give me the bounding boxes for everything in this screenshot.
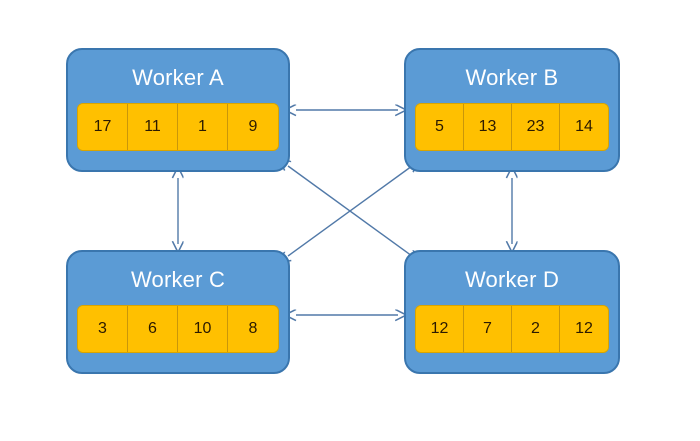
worker-c-cell-1: 6 (128, 306, 178, 352)
worker-c-cell-3: 8 (228, 306, 278, 352)
worker-a-label: Worker A (132, 65, 224, 90)
worker-b-cell-0: 5 (416, 104, 464, 150)
worker-c-cell-0: 3 (78, 306, 128, 352)
worker-node-a[interactable]: Worker A 17 11 1 9 (66, 48, 290, 172)
worker-d-cell-2: 2 (512, 306, 560, 352)
worker-d-label: Worker D (464, 267, 560, 292)
worker-b-cell-1: 13 (464, 104, 512, 150)
worker-node-c[interactable]: Worker C 3 6 10 8 (66, 250, 290, 374)
worker-b-cell-2: 23 (512, 104, 560, 150)
worker-node-b[interactable]: Worker B 5 13 23 14 (404, 48, 620, 172)
worker-d-array: 12 7 2 12 (415, 305, 609, 353)
worker-a-array: 17 11 1 9 (77, 103, 279, 151)
worker-c-array: 3 6 10 8 (77, 305, 279, 353)
worker-a-cell-3: 9 (228, 104, 278, 150)
worker-d-cell-3: 12 (560, 306, 608, 352)
worker-node-d[interactable]: Worker D 12 7 2 12 (404, 250, 620, 374)
worker-a-cell-2: 1 (178, 104, 228, 150)
worker-d-cell-0: 12 (416, 306, 464, 352)
worker-c-cell-2: 10 (178, 306, 228, 352)
worker-d-cell-1: 7 (464, 306, 512, 352)
worker-a-cell-0: 17 (78, 104, 128, 150)
worker-c-label: Worker C (130, 267, 226, 292)
worker-b-array: 5 13 23 14 (415, 103, 609, 151)
worker-b-label: Worker B (465, 65, 559, 90)
worker-b-cell-3: 14 (560, 104, 608, 150)
worker-a-cell-1: 11 (128, 104, 178, 150)
edge-worker-b-worker-c (288, 166, 412, 256)
